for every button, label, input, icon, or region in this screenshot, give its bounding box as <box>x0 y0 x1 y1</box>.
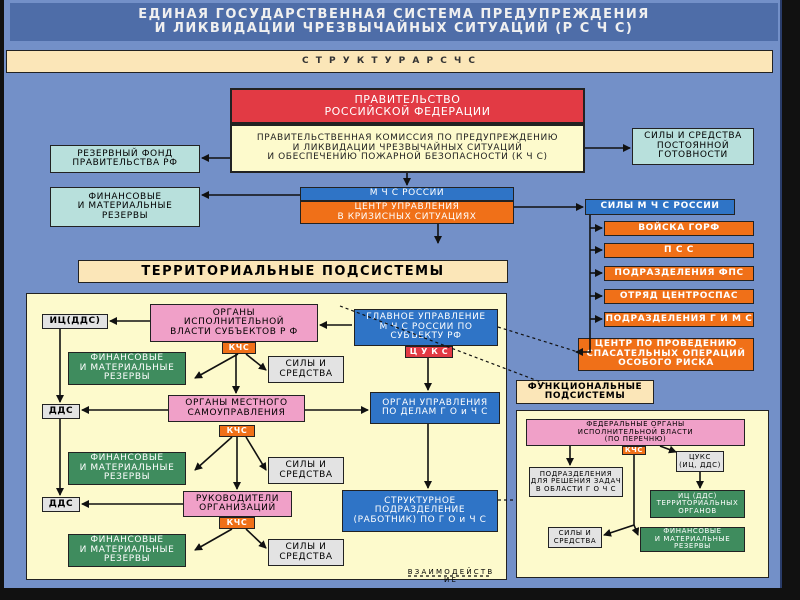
line-kchs-forces1 <box>245 353 267 371</box>
functional-forces-box: СИЛЫ И СРЕДСТВА <box>548 527 602 548</box>
force-item-risk-center: ЦЕНТР ПО ПРОВЕДЕНИЮ СПАСАТЕЛЬНЫХ ОПЕРАЦИ… <box>578 338 754 371</box>
line-kchs-forces3 <box>245 528 267 549</box>
functional-fin-reserves-box: ФИНАНСОВЫЕ И МАТЕРИАЛЬНЫЕ РЕЗЕРВЫ <box>640 527 745 552</box>
federal-bodies-box: ФЕДЕРАЛЬНЫЕ ОРГАНЫ ИСПОЛНИТЕЛЬНОЙ ВЛАСТИ… <box>526 419 745 446</box>
regional-kchs-box: КЧС <box>222 342 256 354</box>
mchs-box: М Ч С РОССИИ <box>300 187 514 201</box>
force-item-fps: ПОДРАЗДЕЛЕНИЯ ФПС <box>604 266 754 281</box>
forces-box-2: СИЛЫ И СРЕДСТВА <box>268 457 344 484</box>
ic-dds-box: ИЦ(ДДС) <box>42 314 108 329</box>
functional-kchs-box: КЧС <box>622 446 646 455</box>
line-kchs-fin3 <box>194 528 233 551</box>
mchs-forces-title: СИЛЫ М Ч С РОССИИ <box>585 199 735 215</box>
org-heads-box: РУКОВОДИТЕЛИ ОРГАНИЗАЦИЙ <box>183 491 292 517</box>
crisis-center-box: ЦЕНТР УПРАВЛЕНИЯ В КРИЗИСНЫХ СИТУАЦИЯХ <box>300 201 514 224</box>
dds-box-2: ДДС <box>42 497 80 512</box>
functional-title: ФУНКЦИОНАЛЬНЫЕ ПОДСИСТЕМЫ <box>516 380 654 404</box>
top-fin-reserves-box: ФИНАНСОВЫЕ И МАТЕРИАЛЬНЫЕ РЕЗЕРВЫ <box>50 187 200 227</box>
line-kchs-fin-functional <box>631 524 640 536</box>
local-kchs-box: КЧС <box>219 425 255 437</box>
territorial-title: ТЕРРИТОРИАЛЬНЫЕ ПОДСИСТЕМЫ <box>78 260 508 283</box>
forces-box-1: СИЛЫ И СРЕДСТВА <box>268 356 344 383</box>
permanent-forces-box: СИЛЫ И СРЕДСТВА ПОСТОЯННОЙ ГОТОВНОСТИ <box>632 128 754 165</box>
local-government-box: ОРГАНЫ МЕСТНОГО САМОУПРАВЛЕНИЯ <box>168 395 305 422</box>
force-item-gorf: ВОЙСКА ГОРФ <box>604 221 754 236</box>
functional-tsuks-box: ЦУКС (ИЦ, ДДС) <box>676 451 724 472</box>
go-chs-body-box: ОРГАН УПРАВЛЕНИЯ ПО ДЕЛАМ Г О и Ч С <box>370 392 500 424</box>
interaction-legend-label: В З А И М О Д Е Й С Т В И Е <box>407 568 493 584</box>
functional-ic-dds-box: ИЦ (ДДС) ТЕРРИТОРИАЛЬНЫХ ОРГАНОВ <box>650 490 745 518</box>
regional-authorities-box: ОРГАНЫ ИСПОЛНИТЕЛЬНОЙ ВЛАСТИ СУБЪЕКТОВ Р… <box>150 304 318 342</box>
structure-banner: С Т Р У К Т У Р А Р С Ч С <box>6 50 773 73</box>
line-federal-tsuks <box>659 445 677 454</box>
org-kchs-box: КЧС <box>219 517 255 529</box>
forces-box-3: СИЛЫ И СРЕДСТВА <box>268 539 344 566</box>
force-item-centrospas: ОТРЯД ЦЕНТРОСПАС <box>604 289 754 304</box>
line-kchs-fin2 <box>194 436 233 471</box>
fin-reserves-box-1: ФИНАНСОВЫЕ И МАТЕРИАЛЬНЫЕ РЕЗЕРВЫ <box>68 352 186 385</box>
force-item-gims: ПОДРАЗДЕЛЕНИЯ Г И М С <box>604 312 754 327</box>
main-directorate-box: ГЛАВНОЕ УПРАВЛЕНИЕ М Ч С РОССИИ ПО СУБЪЕ… <box>354 309 498 346</box>
line-kchs-fin1 <box>194 353 239 379</box>
force-item-pss: П С С <box>604 243 754 258</box>
tsuks-box: Ц У К С <box>405 346 453 358</box>
commission-box: ПРАВИТЕЛЬСТВЕННАЯ КОМИССИЯ ПО ПРЕДУПРЕЖД… <box>230 124 585 173</box>
government-box: ПРАВИТЕЛЬСТВО РОССИЙСКОЙ ФЕДЕРАЦИИ <box>230 88 585 124</box>
line-kchs-forces-functional <box>603 455 635 537</box>
fin-reserves-box-2: ФИНАНСОВЫЕ И МАТЕРИАЛЬНЫЕ РЕЗЕРВЫ <box>68 452 186 485</box>
structural-unit-box: СТРУКТУРНОЕ ПОДРАЗДЕЛЕНИЕ (РАБОТНИК) ПО … <box>342 490 498 532</box>
line-forces-risk <box>575 215 591 356</box>
dds-box-1: ДДС <box>42 404 80 419</box>
dashed-territorial-functional <box>339 305 547 385</box>
fin-reserves-box-3: ФИНАНСОВЫЕ И МАТЕРИАЛЬНЫЕ РЕЗЕРВЫ <box>68 534 186 567</box>
dashed-directorate-risk <box>497 326 579 353</box>
functional-units-box: ПОДРАЗДЕЛЕНИЯ ДЛЯ РЕШЕНИЯ ЗАДАЧ В ОБЛАСТ… <box>529 467 623 497</box>
line-kchs-forces2 <box>245 436 267 471</box>
header-title: ЕДИНАЯ ГОСУДАРСТВЕННАЯ СИСТЕМА ПРЕДУПРЕЖ… <box>10 3 778 41</box>
reserve-fund-box: РЕЗЕРВНЫЙ ФОНД ПРАВИТЕЛЬСТВА РФ <box>50 145 200 173</box>
